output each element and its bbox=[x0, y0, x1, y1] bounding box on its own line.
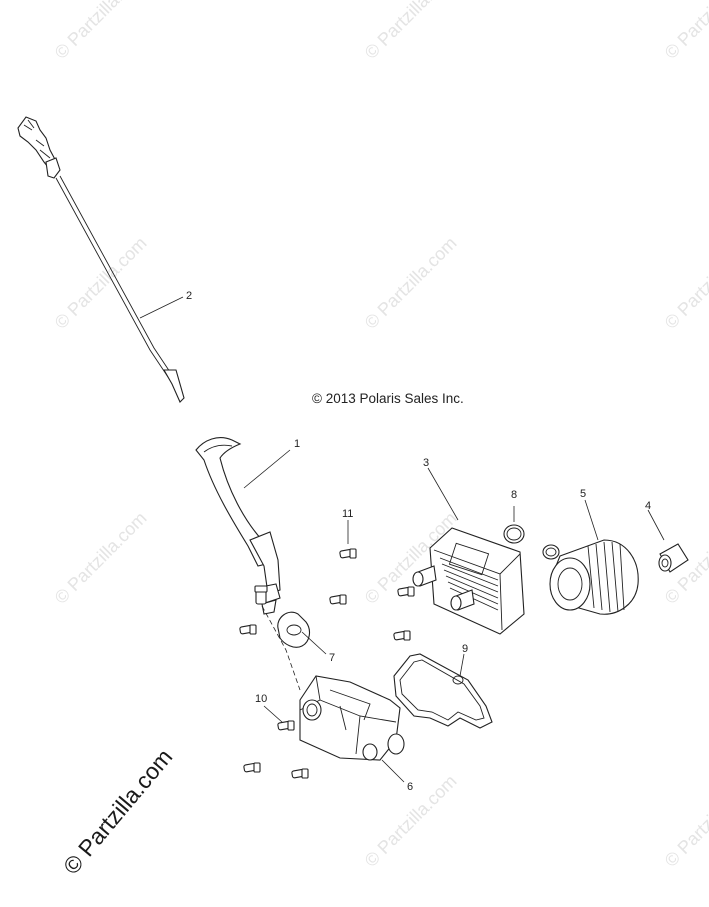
part-oil-cooler[interactable] bbox=[412, 527, 525, 635]
leader-lines bbox=[139, 296, 665, 783]
watermark: © Partzilla.com bbox=[661, 0, 709, 63]
bolt[interactable] bbox=[329, 594, 347, 605]
callout-3[interactable]: 3 bbox=[423, 457, 429, 469]
copyright-notice: © 2013 Polaris Sales Inc. bbox=[312, 391, 464, 406]
part-gasket-seal[interactable] bbox=[393, 653, 493, 729]
watermark: © Partzilla.com bbox=[51, 0, 151, 63]
part-o-ring-8[interactable] bbox=[503, 524, 525, 544]
callouts: 1 2 3 4 5 6 7 8 9 10 11 bbox=[186, 290, 651, 793]
bolt[interactable] bbox=[397, 586, 415, 597]
bolt-group[interactable] bbox=[239, 548, 415, 779]
callout-10[interactable]: 10 bbox=[255, 693, 267, 705]
part-oil-filter[interactable] bbox=[542, 539, 639, 615]
callout-11[interactable]: 11 bbox=[342, 508, 353, 520]
bolt[interactable] bbox=[277, 720, 295, 731]
bolt[interactable] bbox=[291, 768, 309, 779]
bolt[interactable] bbox=[239, 624, 257, 635]
bolt[interactable] bbox=[254, 585, 268, 605]
callout-8[interactable]: 8 bbox=[511, 489, 517, 501]
callout-5[interactable]: 5 bbox=[580, 488, 586, 500]
callout-7[interactable]: 7 bbox=[329, 652, 335, 664]
watermark: © Partzilla.com bbox=[51, 508, 151, 608]
callout-1[interactable]: 1 bbox=[294, 438, 300, 450]
part-gasket[interactable] bbox=[277, 611, 311, 648]
bolt[interactable] bbox=[339, 548, 357, 559]
bolt[interactable] bbox=[243, 762, 261, 773]
alignment-line bbox=[261, 605, 301, 691]
watermark: © Partzilla.com bbox=[661, 233, 709, 333]
bolt[interactable] bbox=[393, 630, 411, 641]
watermark: © Partzilla.com bbox=[361, 0, 461, 63]
part-dipstick[interactable] bbox=[17, 116, 185, 403]
watermark-main: © Partzilla.com bbox=[58, 744, 178, 879]
callout-6[interactable]: 6 bbox=[407, 781, 413, 793]
part-oil-cooler-adapter[interactable] bbox=[299, 675, 405, 761]
callout-2[interactable]: 2 bbox=[186, 290, 192, 302]
watermark: © Partzilla.com bbox=[51, 233, 151, 333]
callout-4[interactable]: 4 bbox=[645, 500, 651, 512]
watermark: © Partzilla.com bbox=[361, 233, 461, 333]
part-fitting[interactable] bbox=[658, 543, 689, 573]
callout-9[interactable]: 9 bbox=[462, 643, 468, 655]
watermark: © Partzilla.com bbox=[661, 771, 709, 871]
